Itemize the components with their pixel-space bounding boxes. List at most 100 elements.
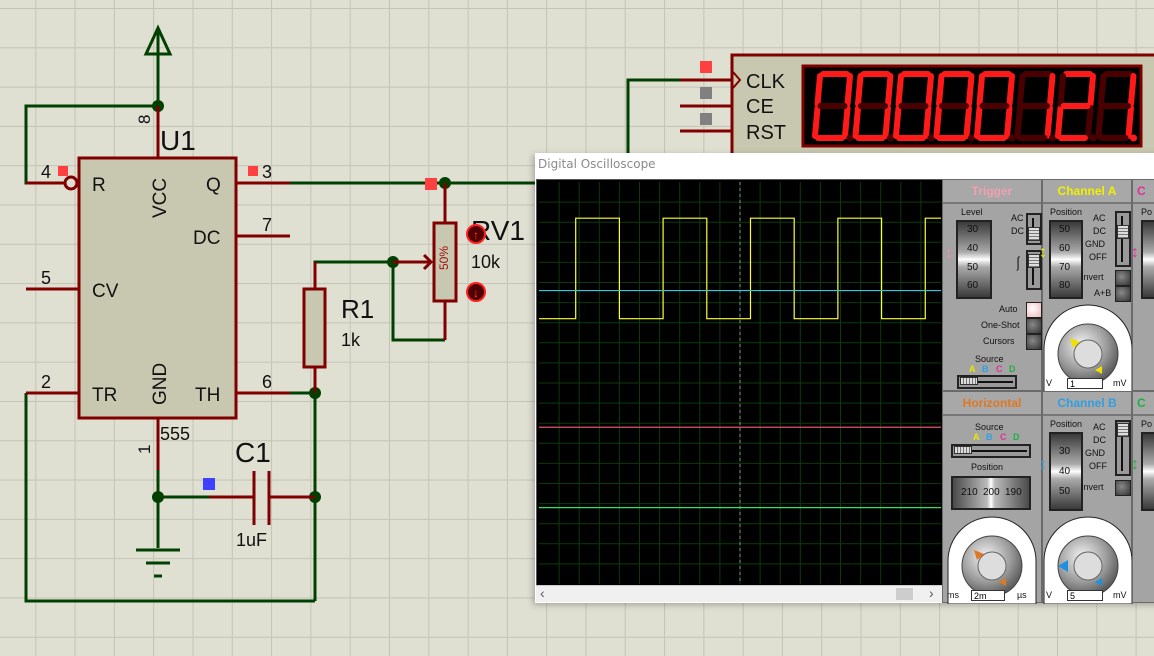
pin-name: TR: [92, 385, 117, 406]
tick-label: 190: [1005, 487, 1022, 498]
pin-name: R: [92, 175, 106, 196]
auto-button[interactable]: [1026, 302, 1042, 318]
logic-probe-high: [700, 61, 712, 73]
tick-label: 70: [1059, 262, 1071, 273]
decimal-point: [1049, 134, 1056, 142]
display-digit: [933, 71, 975, 142]
segment: [966, 73, 975, 107]
channel-b-volts-dial[interactable]: [1040, 516, 1136, 604]
segment: [855, 73, 864, 107]
decimal-point: [1008, 134, 1016, 142]
scope-screen[interactable]: [536, 179, 944, 587]
horizontal-scrollbar[interactable]: ‹ ›: [536, 585, 942, 602]
segment: [1125, 105, 1134, 139]
horizontal-time-dial[interactable]: [944, 516, 1040, 604]
scroll-right-button[interactable]: ›: [929, 585, 934, 601]
u1-555-timer[interactable]: U1 555 8 4 3 7 5 2 6 1 VCC R Q DC CV TR …: [26, 106, 290, 470]
r1-value-label: 1k: [341, 330, 361, 350]
scroll-thumb[interactable]: [896, 588, 913, 600]
channel-a-header: Channel A: [1043, 180, 1131, 204]
pin-number: 7: [262, 215, 272, 235]
segment: [885, 73, 894, 107]
segment: [1085, 105, 1094, 139]
trigger-coupling-switch[interactable]: [1026, 213, 1042, 245]
decimal-point: [1089, 134, 1097, 142]
channel-a-coupling-switch[interactable]: [1115, 211, 1131, 267]
horizontal-source-slider[interactable]: [951, 444, 1031, 458]
power-terminal[interactable]: [143, 24, 173, 106]
horizontal-section: Horizontal Source A B C D Position 210 2…: [942, 391, 1042, 604]
channel-b-section: Channel B Position 30 40 50 ↕ AC DC GND …: [1039, 391, 1133, 604]
channel-a-position-drum[interactable]: 50 60 70 80: [1049, 220, 1083, 299]
ac-label: AC: [1093, 213, 1106, 223]
knob-pointer-icon: [1095, 578, 1102, 586]
logic-probe-high: [58, 166, 68, 176]
channel-c-header: C: [1133, 180, 1154, 204]
logic-probe-float: [700, 113, 712, 125]
gnd-label: GND: [1085, 239, 1105, 249]
channel-a-volts-dial[interactable]: [1040, 304, 1136, 392]
u1-part-label: 555: [160, 424, 190, 444]
scroll-left-button[interactable]: ‹: [540, 585, 545, 601]
pin-number: 2: [41, 372, 51, 392]
decrease-button[interactable]: ↓: [466, 282, 486, 302]
segment: [1004, 105, 1013, 139]
segment: [933, 105, 942, 139]
display-digit: [812, 71, 854, 142]
decimal-point: [1130, 134, 1137, 142]
source-d-label: D: [1009, 364, 1016, 374]
channel-b-coupling-switch[interactable]: [1115, 420, 1131, 476]
one-shot-button[interactable]: [1026, 318, 1042, 334]
updown-arrow-icon: ↕: [1131, 456, 1139, 473]
pin-name: Q: [206, 175, 221, 196]
horizontal-scale-input[interactable]: 2m: [971, 590, 1005, 601]
tick-label: 50: [967, 262, 979, 273]
pin-number: 4: [41, 162, 51, 182]
channel-d-position-drum[interactable]: [1141, 432, 1154, 511]
channel-d-header: C: [1133, 392, 1154, 416]
clock-input-icon: [732, 71, 742, 89]
unit-volts-label: V: [1046, 590, 1053, 600]
segment: [1098, 73, 1107, 107]
invert-label: Invert: [1081, 272, 1104, 282]
c1-capacitor[interactable]: C1 1uF: [209, 437, 315, 550]
knob-pointer-icon: [974, 550, 984, 560]
channel-c-position-drum[interactable]: [1141, 220, 1154, 299]
counter-timer[interactable]: CLK CE RST: [680, 53, 1154, 157]
logic-probe-low: [203, 478, 215, 490]
channel-b-invert-button[interactable]: [1115, 480, 1131, 496]
trigger-edge-switch[interactable]: [1026, 250, 1042, 290]
segment: [852, 105, 861, 139]
channel-b-scale-input[interactable]: 5: [1067, 590, 1103, 601]
tick-label: 40: [1059, 466, 1071, 477]
unit-millivolts-label: mV: [1113, 378, 1127, 388]
trigger-level-drum[interactable]: 30 40 50 60: [956, 220, 992, 299]
oscilloscope-window[interactable]: Digital Oscilloscope ‹ › Trigger Level 3…: [535, 153, 1154, 604]
cursors-button[interactable]: [1026, 334, 1042, 350]
rv1-value-label: 10k: [471, 252, 501, 272]
position-label: Po: [1141, 419, 1153, 429]
tick-label: 40: [967, 243, 979, 254]
dc-label: DC: [1093, 435, 1106, 445]
segment: [1128, 73, 1137, 107]
trigger-source-slider[interactable]: [957, 375, 1017, 389]
rv1-potentiometer[interactable]: 50% RV1 10k ↑ ↓: [393, 183, 525, 340]
increase-button[interactable]: ↑: [466, 224, 486, 244]
source-a-label: A: [969, 364, 976, 374]
horizontal-position-drum[interactable]: 210 200 190: [951, 476, 1031, 510]
unit-volts-label: V: [1046, 378, 1053, 388]
tick-label: 60: [1059, 243, 1071, 254]
r1-resistor[interactable]: R1 1k: [302, 262, 374, 393]
source-label: Source: [975, 422, 1004, 432]
channel-a-invert-button[interactable]: [1115, 270, 1131, 286]
segment: [976, 73, 985, 107]
channel-a-aplusb-button[interactable]: [1115, 286, 1131, 302]
clk-input-label: CLK: [746, 71, 786, 93]
channel-a-scale-input[interactable]: 1: [1067, 378, 1103, 389]
display-digit: [852, 71, 894, 142]
knob-pointer-icon: [999, 578, 1006, 586]
segment: [882, 105, 891, 139]
dc-label: DC: [1011, 226, 1024, 236]
channel-b-position-drum[interactable]: 30 40 50: [1049, 432, 1083, 511]
